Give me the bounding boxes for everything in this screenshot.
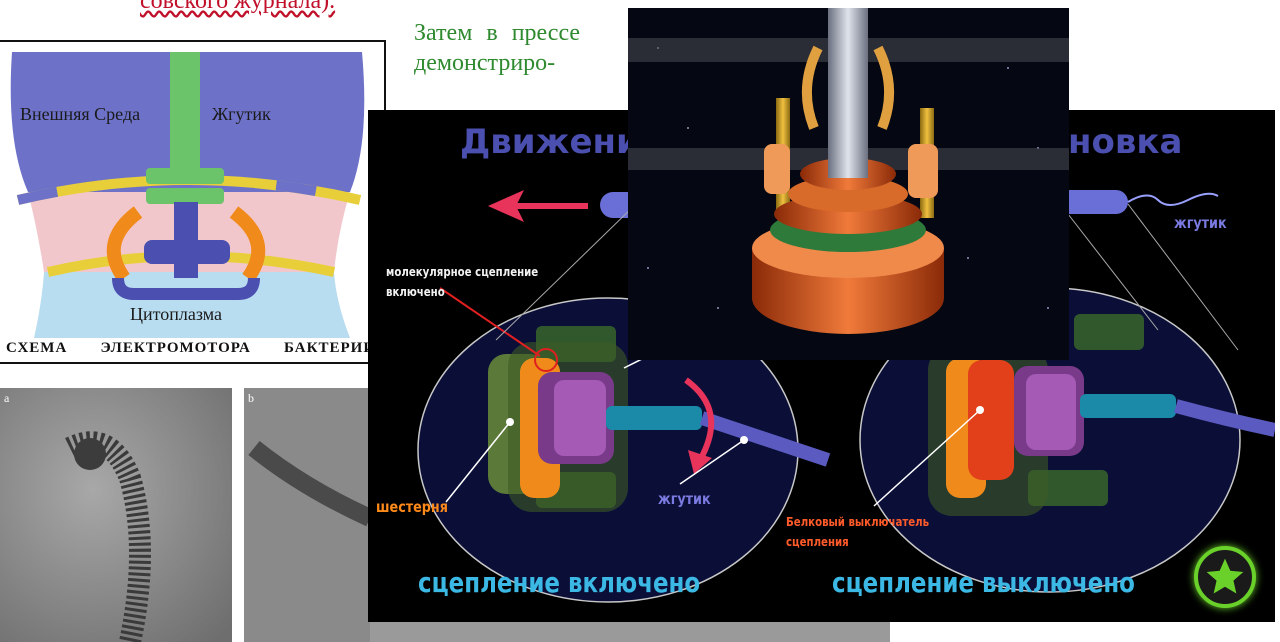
rotor bbox=[144, 240, 230, 264]
label-coupling: молекулярное сцепление включено bbox=[386, 265, 539, 299]
svg-text:a: a bbox=[4, 391, 10, 405]
coupling-highlight bbox=[534, 348, 558, 372]
svg-text:b: b bbox=[248, 391, 254, 405]
motor-diagram: Внешняя Среда Жгутик Цитоплазма bbox=[0, 40, 386, 364]
caption-word: СХЕМА bbox=[6, 340, 68, 356]
micrograph-b: b bbox=[244, 388, 370, 642]
label-gear: шестерня bbox=[376, 498, 448, 516]
render-svg bbox=[628, 8, 1069, 360]
stator-right bbox=[229, 206, 266, 283]
caption-coupling-off: сцепление выключено bbox=[832, 566, 1135, 599]
motor-3d-render bbox=[628, 8, 1069, 360]
green-body-text: Затем в прессе демонстриро- bbox=[414, 20, 581, 76]
stator-left bbox=[106, 206, 143, 283]
label-switch: Белковый выключатель сцепления bbox=[786, 515, 930, 549]
caption-word: ЭЛЕКТРОМОТОРА bbox=[100, 340, 251, 356]
flagellum-hook bbox=[828, 8, 868, 178]
star-icon bbox=[1206, 558, 1244, 594]
label-flagellum-top: жгутик bbox=[1174, 214, 1227, 232]
title-right: новка bbox=[1068, 122, 1183, 162]
caption-word: БАКТЕРИИ bbox=[284, 340, 376, 356]
diagram-caption: СХЕМА ЭЛЕКТРОМОТОРА БАКТЕРИИ bbox=[6, 340, 376, 357]
star-button[interactable] bbox=[1194, 546, 1256, 608]
direction-arrow bbox=[488, 190, 524, 222]
micrograph-a: a bbox=[0, 388, 232, 642]
micrograph-strip bbox=[370, 620, 890, 642]
svg-text:Жгутик: Жгутик bbox=[212, 104, 271, 124]
flagellum-shaft bbox=[170, 52, 200, 172]
label-flagellum: жгутик bbox=[658, 490, 711, 508]
top-text-fragment: совского журнала). bbox=[140, 0, 336, 14]
cytoplasm-region bbox=[34, 272, 350, 338]
svg-text:Внешняя Среда: Внешняя Среда bbox=[20, 104, 140, 124]
caption-coupling-on: сцепление включено bbox=[418, 566, 701, 599]
motor-diagram-svg: Внешняя Среда Жгутик Цитоплазма bbox=[0, 42, 384, 362]
svg-text:Цитоплазма: Цитоплазма bbox=[130, 304, 222, 324]
